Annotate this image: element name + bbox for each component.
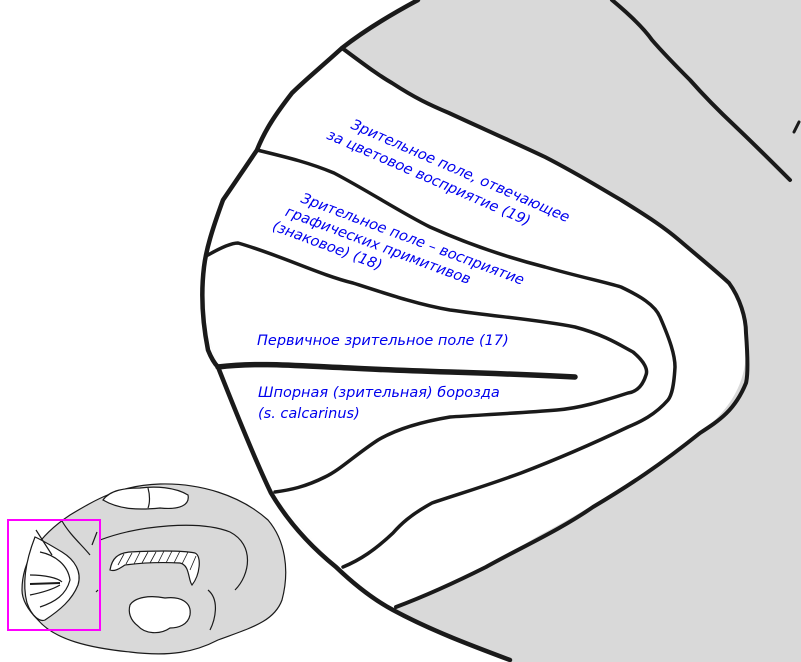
brain-hemisphere-outline bbox=[21, 483, 287, 655]
gray-boundary-top bbox=[340, 46, 750, 609]
label-field-17: Первичное зрительное поле (17) bbox=[257, 333, 509, 349]
occipital-highlight-box bbox=[7, 519, 101, 631]
thalamus-white bbox=[128, 596, 191, 634]
occipital-white-area bbox=[24, 536, 80, 622]
gray-region-divider bbox=[610, 0, 792, 182]
field-18-17-boundary bbox=[206, 241, 649, 494]
gyrus-divider bbox=[147, 487, 151, 509]
sulcus-mark bbox=[792, 120, 801, 134]
inset-calcarine bbox=[29, 582, 61, 585]
top-gyri bbox=[102, 486, 189, 510]
field-19-18-boundary bbox=[255, 148, 677, 569]
corpus-callosum-hatched bbox=[109, 550, 200, 586]
cingulate-sulcus bbox=[99, 524, 248, 631]
outer-outline bbox=[200, 0, 513, 662]
brain-inset bbox=[21, 483, 287, 655]
label-calcarine-line2: (s. calcarinus) bbox=[258, 406, 360, 422]
hatching bbox=[117, 550, 197, 571]
calcarine-sulcus bbox=[215, 361, 578, 380]
inset-sulci bbox=[29, 520, 99, 608]
label-calcarine-line1: Шпорная (зрительная) борозда bbox=[258, 385, 500, 401]
